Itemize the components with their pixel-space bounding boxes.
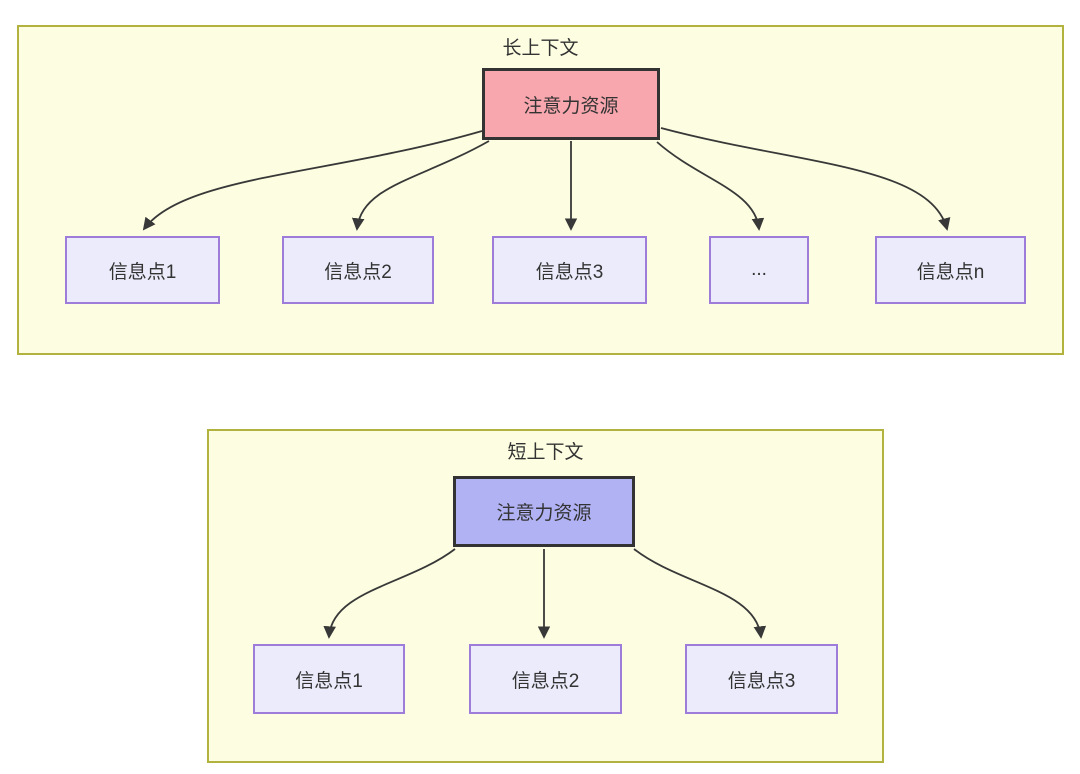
short-info-box-2: 信息点2 bbox=[469, 644, 622, 714]
long-context-title: 长上下文 bbox=[502, 38, 579, 59]
short-info-box-1: 信息点1 bbox=[253, 644, 405, 714]
short-context-title: 短上下文 bbox=[507, 442, 584, 463]
short-attention-resources-box: 注意力资源 bbox=[453, 476, 635, 547]
long-info-box-1: 信息点1 bbox=[65, 236, 220, 304]
long-info-box-n: 信息点n bbox=[875, 236, 1026, 304]
long-info-box-3: 信息点3 bbox=[492, 236, 647, 304]
long-info-box-2: 信息点2 bbox=[282, 236, 434, 304]
short-info-box-3: 信息点3 bbox=[685, 644, 838, 714]
long-attention-resources-box: 注意力资源 bbox=[482, 68, 660, 140]
long-info-box-ellipsis: ... bbox=[709, 236, 809, 304]
